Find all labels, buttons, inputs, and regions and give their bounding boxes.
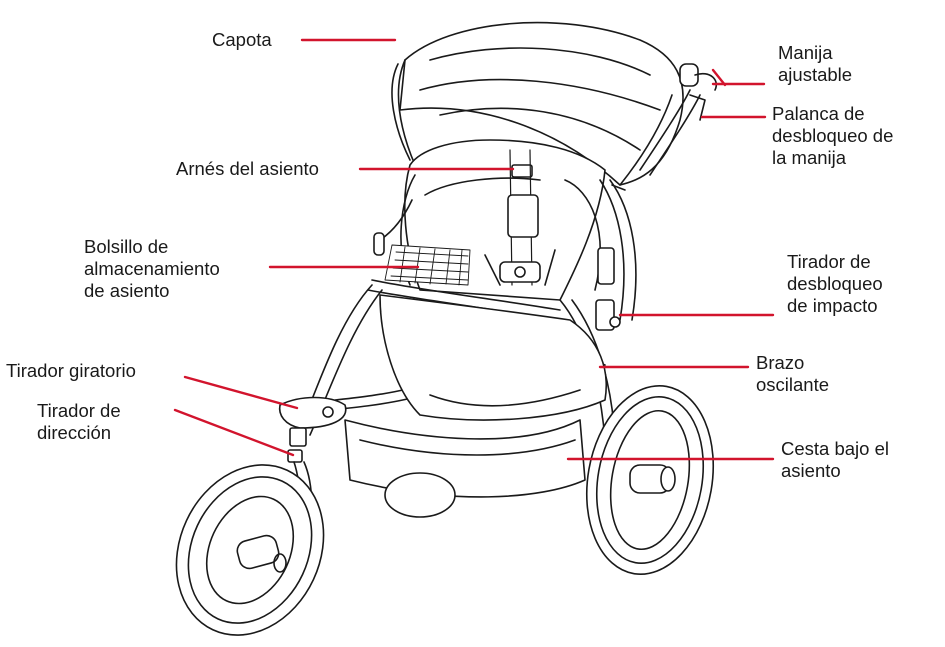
label-palanca-line-1: Palanca de: [772, 103, 865, 124]
label-manija: Manija ajustable: [778, 42, 852, 86]
label-manija-line-1: Manija: [778, 42, 833, 63]
label-tirador-giratorio-line: Tirador giratorio: [6, 360, 136, 381]
label-brazo-line-2: oscilante: [756, 374, 830, 395]
basket-drawing: [344, 294, 607, 518]
label-tirador-desbloqueo-line-2: desbloqueo: [787, 273, 883, 294]
label-bolsillo-line-3: de asiento: [84, 280, 170, 301]
label-tirador-giratorio: Tirador giratorio: [6, 360, 136, 382]
label-tirador-direccion-line-2: dirección: [37, 422, 112, 443]
label-brazo-line-1: Brazo: [756, 352, 805, 373]
leader-manija: [711, 68, 727, 87]
label-tirador-direccion-line-1: Tirador de: [37, 400, 121, 421]
label-tirador-direccion: Tirador de dirección: [37, 400, 121, 444]
label-arnes-line: Arnés del asiento: [176, 158, 319, 179]
label-brazo: Brazo oscilante: [756, 352, 829, 396]
label-cesta-line-1: Cesta bajo el: [781, 438, 889, 459]
mesh-pocket-drawing: [384, 244, 471, 286]
label-capota: Capota: [212, 29, 272, 51]
label-arnes: Arnés del asiento: [176, 158, 319, 180]
label-tirador-desbloqueo: Tirador de desbloqueo de impacto: [787, 251, 883, 317]
label-cesta: Cesta bajo el asiento: [781, 438, 889, 482]
label-palanca-line-2: desbloqueo de: [772, 125, 894, 146]
label-tirador-desbloqueo-line-1: Tirador de: [787, 251, 871, 272]
canopy-drawing: [391, 21, 684, 191]
front-wheel-drawing: [175, 464, 325, 636]
label-bolsillo-line-1: Bolsillo de: [84, 236, 169, 257]
leader-tirador-direccion: [173, 408, 295, 457]
leader-lines: [173, 38, 775, 461]
label-bolsillo: Bolsillo de almacenamiento de asiento: [84, 236, 220, 302]
label-manija-line-2: ajustable: [778, 64, 853, 85]
label-palanca-line-3: la manija: [772, 147, 847, 168]
label-capota-line: Capota: [212, 29, 272, 50]
label-cesta-line-2: asiento: [781, 460, 841, 481]
leader-tirador-giratorio: [183, 375, 299, 410]
label-palanca: Palanca de desbloqueo de la manija: [772, 103, 893, 169]
rear-wheel-drawing: [585, 385, 715, 575]
label-bolsillo-line-2: almacenamiento: [84, 258, 220, 279]
label-tirador-desbloqueo-line-3: de impacto: [787, 295, 878, 316]
